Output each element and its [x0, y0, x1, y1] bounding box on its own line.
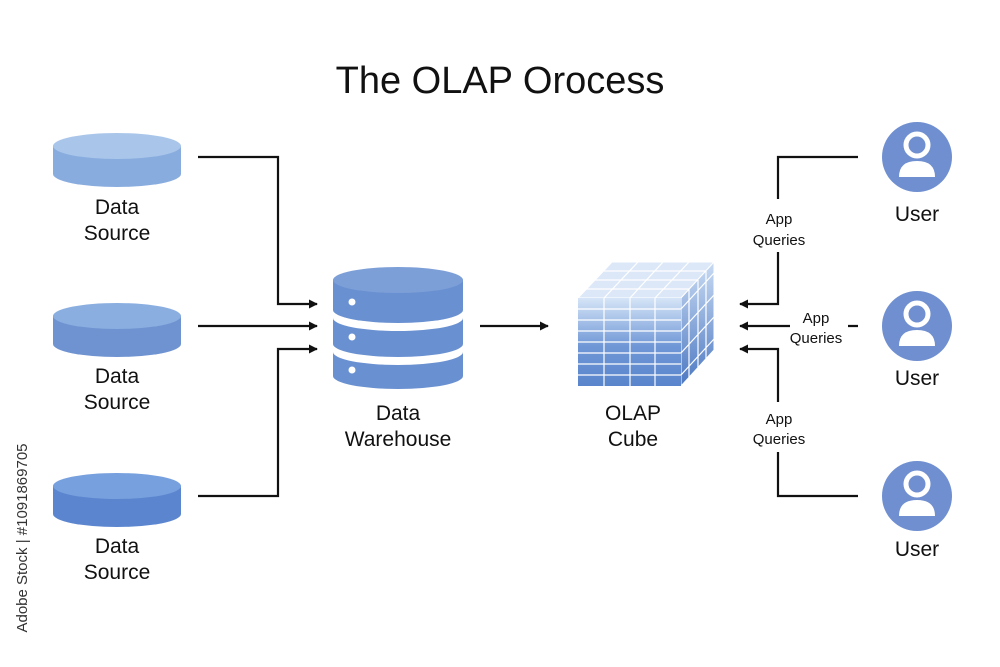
- olap-cube: OLAP Cube: [576, 260, 716, 451]
- olap-cube-label: OLAP: [605, 402, 661, 425]
- user-icon: [882, 291, 952, 361]
- data-source-1: Data Source: [53, 133, 181, 245]
- watermark-text: Adobe Stock | #1091869705: [14, 443, 31, 632]
- olap-cube-label: Cube: [608, 428, 658, 451]
- data-source-label: Data: [95, 196, 140, 219]
- app-queries-label-1: App Queries: [753, 211, 806, 249]
- connector-source-3-to-warehouse: [198, 344, 318, 498]
- connector-source-1-to-warehouse: [198, 155, 318, 309]
- user-3: User: [882, 461, 952, 561]
- app-queries-label-2: App Queries: [790, 310, 843, 347]
- data-source-label: Source: [84, 391, 151, 414]
- user-1: User: [882, 122, 952, 226]
- svg-text:Queries: Queries: [753, 431, 806, 448]
- user-label: User: [895, 367, 939, 390]
- app-queries-label-3: App Queries: [753, 411, 806, 448]
- svg-text:Queries: Queries: [753, 232, 806, 249]
- database-stack-icon: [333, 267, 463, 389]
- user-icon: [882, 461, 952, 531]
- svg-text:App: App: [766, 211, 793, 228]
- svg-text:Queries: Queries: [790, 330, 843, 347]
- connector-user-1-to-cube: [740, 155, 858, 304]
- data-source-label: Source: [84, 222, 151, 245]
- data-warehouse-label: Data: [376, 402, 421, 425]
- user-label: User: [895, 203, 939, 226]
- data-warehouse-label: Warehouse: [345, 428, 452, 451]
- svg-text:App: App: [766, 411, 793, 428]
- user-2: User: [882, 291, 952, 390]
- connector-user-3-to-cube: [740, 349, 858, 498]
- data-warehouse: Data Warehouse: [333, 267, 463, 451]
- data-source-label: Source: [84, 561, 151, 584]
- svg-text:App: App: [803, 310, 830, 327]
- data-source-label: Data: [95, 535, 140, 558]
- data-source-label: Data: [95, 365, 140, 388]
- data-source-3: Data Source: [53, 473, 181, 584]
- data-source-2: Data Source: [53, 303, 181, 414]
- cube-icon: [576, 260, 716, 388]
- user-label: User: [895, 538, 939, 561]
- user-icon: [882, 122, 952, 192]
- diagram-title: The OLAP Orocess: [336, 60, 665, 102]
